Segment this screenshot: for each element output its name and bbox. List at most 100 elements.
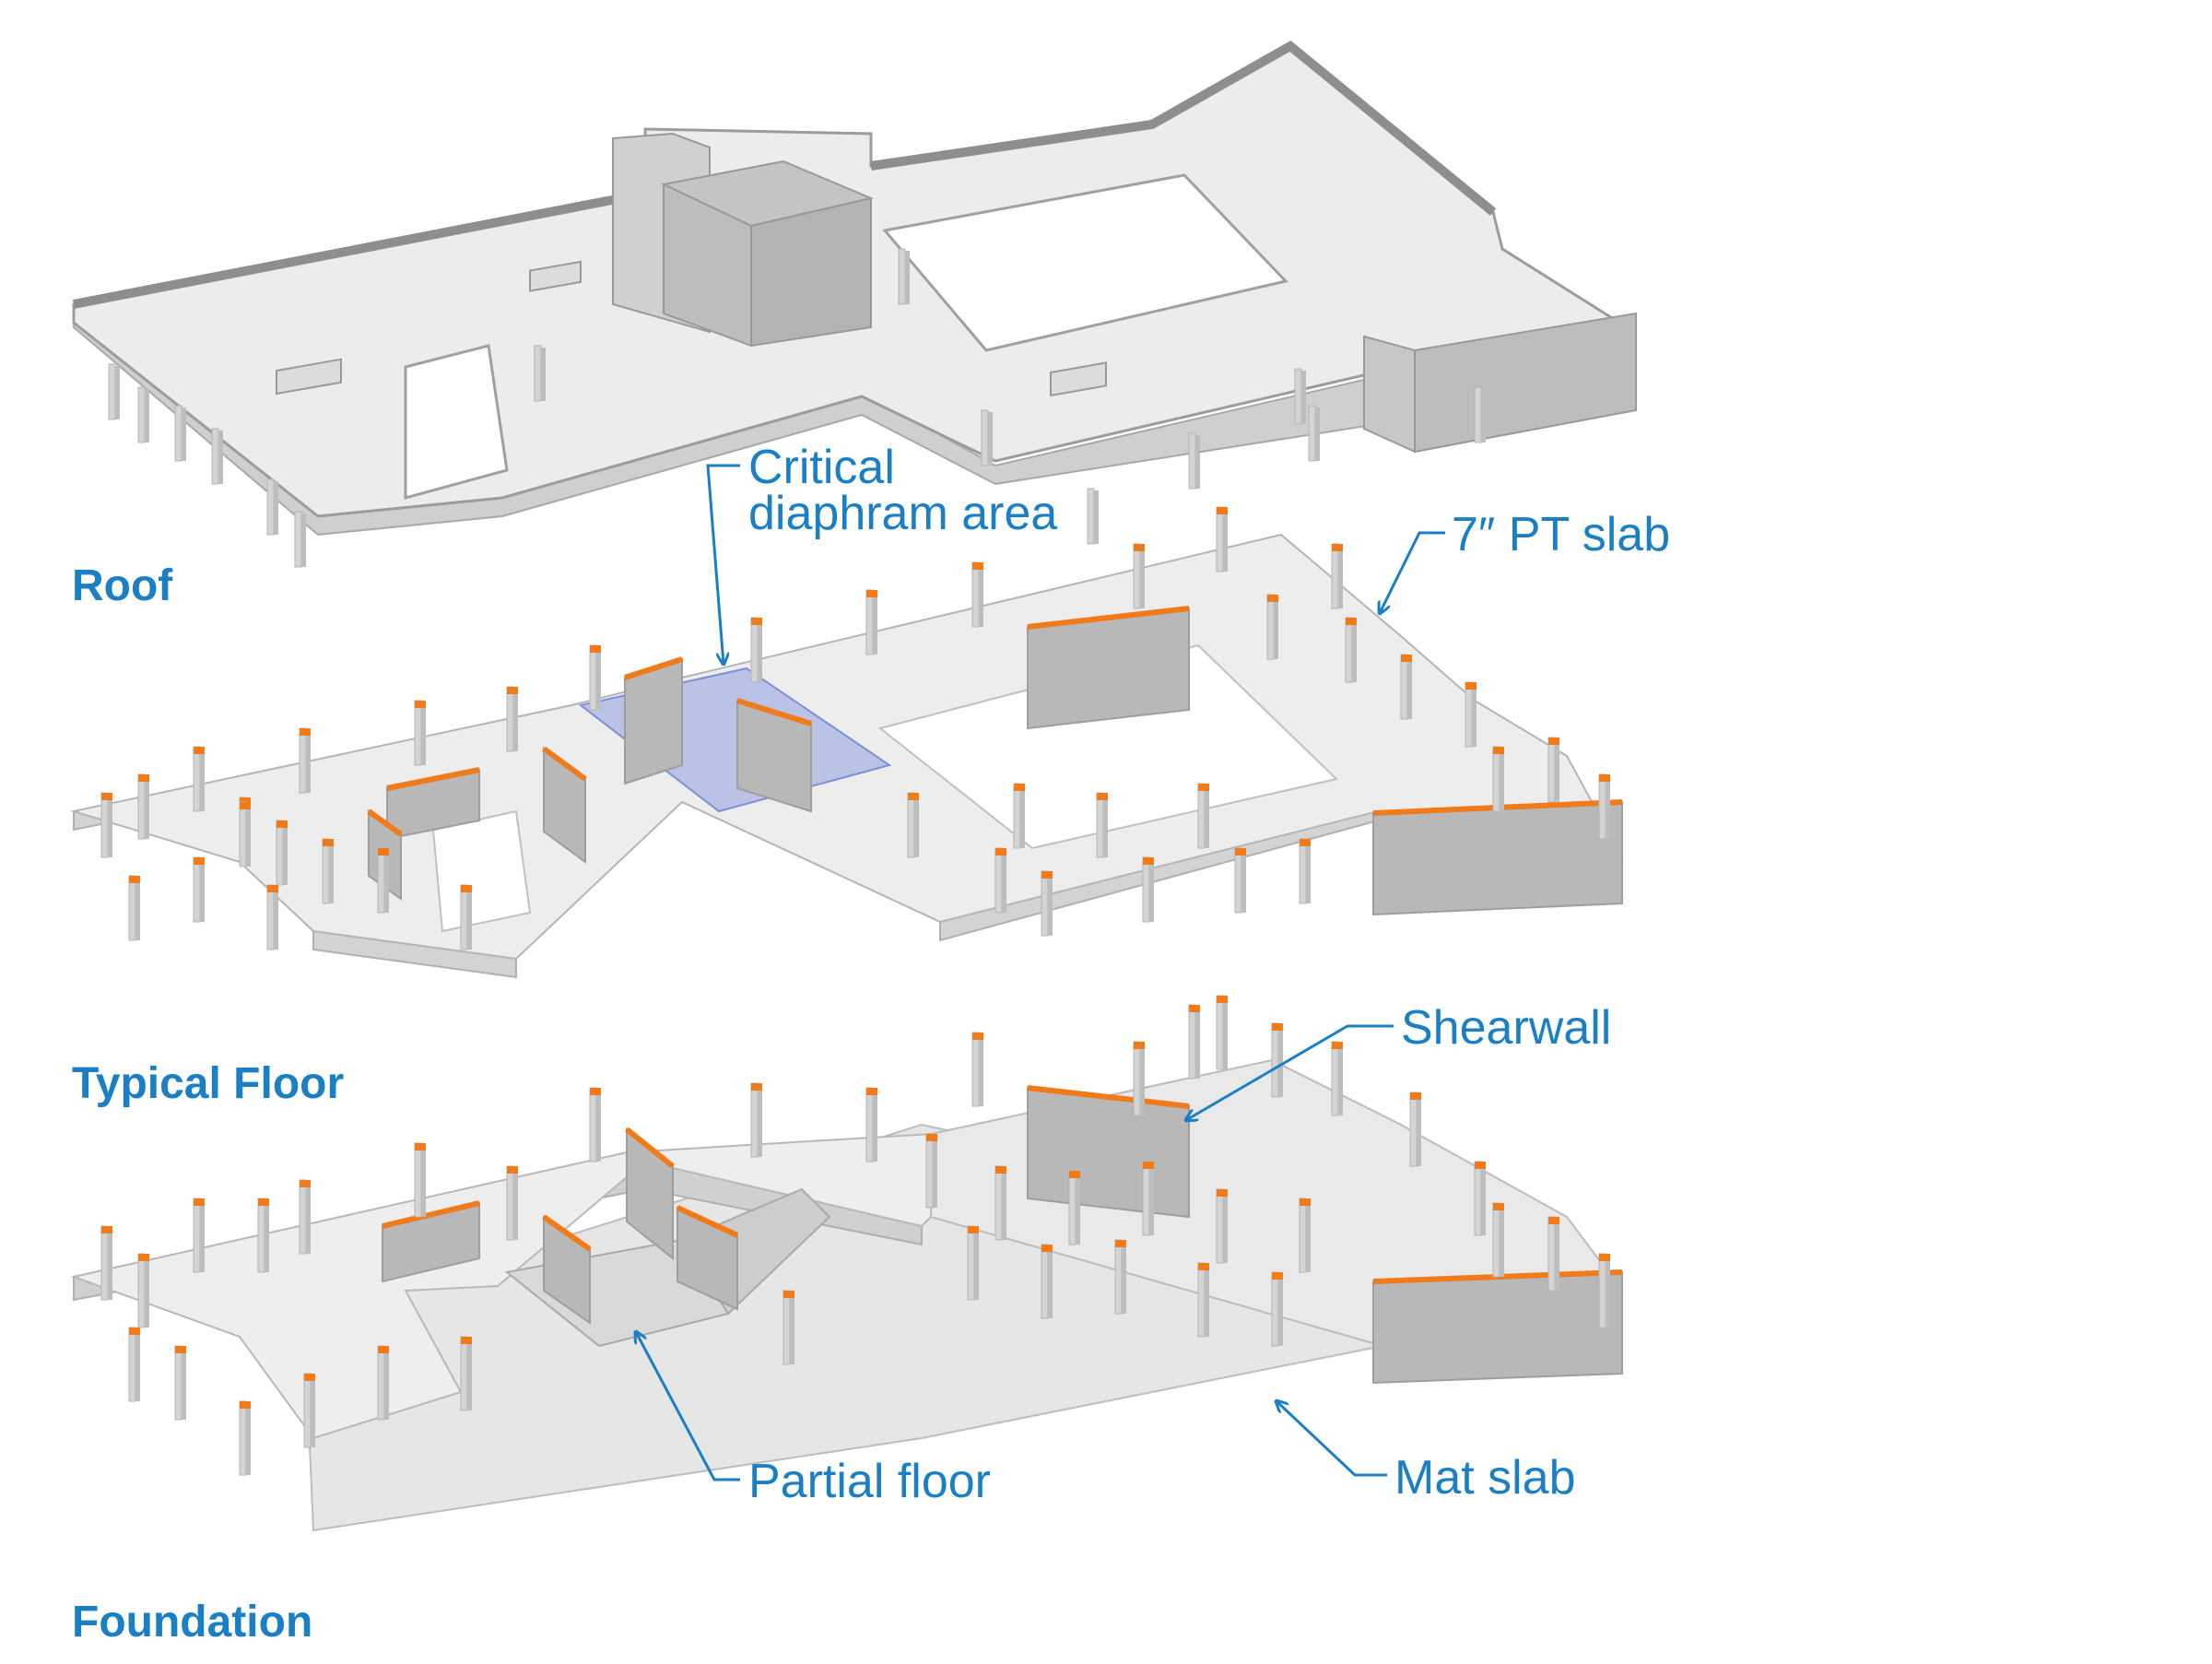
typical-column — [1197, 783, 1209, 849]
roof-column — [1308, 405, 1320, 462]
typical-column — [128, 875, 140, 941]
typical-column — [907, 792, 919, 858]
typical-column — [1142, 856, 1154, 923]
typical-column — [865, 589, 877, 655]
foundation-column — [128, 1327, 140, 1402]
typical-column — [322, 838, 334, 904]
foundation-column — [1216, 995, 1228, 1070]
roof-courtyard-left — [404, 344, 509, 500]
roof-column — [981, 409, 993, 466]
callout-pt-slab: 7″ PT slab — [1452, 508, 1671, 561]
foundation-column — [1041, 1244, 1053, 1319]
typical-column — [414, 700, 426, 766]
typical-shearwalls — [367, 606, 1623, 916]
typical-columns — [100, 506, 1610, 950]
foundation-column — [1197, 1262, 1209, 1338]
typical-shearwall — [1027, 606, 1190, 730]
typical-column — [1400, 654, 1412, 720]
foundation-column — [589, 1087, 601, 1162]
foundation-column — [1068, 1170, 1080, 1245]
roof-column — [211, 428, 223, 485]
roof-column — [294, 511, 306, 568]
typical-column — [1133, 543, 1145, 609]
roof-column — [174, 405, 186, 462]
level-label-foundation: Foundation — [72, 1598, 313, 1646]
foundation-podium-top — [70, 1132, 932, 1440]
callout-critical-line1: Critical — [748, 441, 895, 494]
typical-column — [1345, 617, 1357, 683]
foundation-column — [1216, 1188, 1228, 1264]
typical-column — [1013, 783, 1025, 849]
roof-stair-box-front — [1363, 335, 1416, 454]
foundation-column — [100, 1225, 112, 1301]
typical-shearwall — [542, 746, 587, 864]
roof-column — [898, 248, 910, 305]
foundation-column — [1188, 1004, 1200, 1080]
foundation-column — [239, 1400, 251, 1476]
foundation-column — [1133, 1041, 1145, 1116]
roof-column — [534, 345, 546, 402]
roof-skylight — [1050, 361, 1107, 397]
foundation-column — [414, 1142, 426, 1218]
foundation-shearwall — [382, 1200, 480, 1283]
pt-slab-leader — [1380, 531, 1445, 613]
foundation-column — [377, 1345, 389, 1421]
foundation-column — [971, 1032, 983, 1107]
typical-column — [239, 801, 251, 867]
roof-column — [137, 386, 149, 443]
foundation-shearwall — [1027, 1085, 1190, 1219]
roof-penthouse-side — [750, 196, 872, 348]
foundation-column — [1114, 1239, 1126, 1315]
roof-parapet — [73, 40, 1497, 309]
roof-column — [266, 478, 278, 536]
typical-column — [377, 847, 389, 914]
callout-shearwall: Shearwall — [1401, 1001, 1612, 1055]
roof-courtyard-right — [882, 173, 1288, 352]
roof-skylight — [529, 260, 582, 292]
foundation-shearwall — [1372, 1269, 1623, 1385]
roof-columns — [108, 248, 1486, 568]
typical-column — [193, 746, 205, 812]
foundation-column — [1142, 1161, 1154, 1236]
callout-critical-diaphragm: Critical diaphram area — [748, 441, 1058, 540]
typical-shearwall — [1372, 799, 1623, 916]
typical-column — [137, 773, 149, 840]
typical-core-wall — [736, 698, 812, 813]
typical-column — [1216, 506, 1228, 572]
critical-leader — [706, 464, 740, 664]
typical-column — [1331, 543, 1343, 609]
roof-column — [1188, 432, 1200, 490]
foundation-column — [1299, 1198, 1311, 1273]
typical-column — [1299, 838, 1311, 904]
typical-column — [994, 847, 1006, 914]
roof-column — [1087, 488, 1099, 545]
foundation-column — [257, 1198, 269, 1273]
typical-column — [1041, 870, 1053, 937]
foundation-column — [1409, 1092, 1421, 1167]
typical-column — [276, 820, 288, 886]
shearwall-leader — [1186, 1024, 1394, 1120]
level-label-typical-floor: Typical Floor — [72, 1059, 345, 1108]
foundation-column — [1474, 1161, 1486, 1236]
callout-partial-floor: Partial floor — [748, 1455, 991, 1508]
typical-column — [1234, 847, 1246, 914]
roof-column — [108, 363, 120, 420]
level-label-roof: Roof — [72, 561, 173, 610]
foundation-column — [1331, 1041, 1343, 1116]
foundation-column — [1598, 1253, 1610, 1328]
foundation-column — [1492, 1202, 1504, 1278]
typical-column — [299, 727, 311, 794]
callout-leaders — [636, 464, 1445, 1481]
foundation-column — [137, 1253, 149, 1328]
callout-critical-line2: diaphram area — [748, 487, 1058, 540]
typical-column — [1465, 681, 1477, 748]
typical-column — [1598, 773, 1610, 840]
typical-courtyard-left — [431, 809, 532, 933]
foundation-column — [1547, 1216, 1559, 1292]
foundation-column — [750, 1082, 762, 1158]
typical-column — [1547, 737, 1559, 803]
foundation-column — [782, 1290, 794, 1365]
typical-column — [750, 617, 762, 683]
foundation-column — [460, 1336, 472, 1411]
